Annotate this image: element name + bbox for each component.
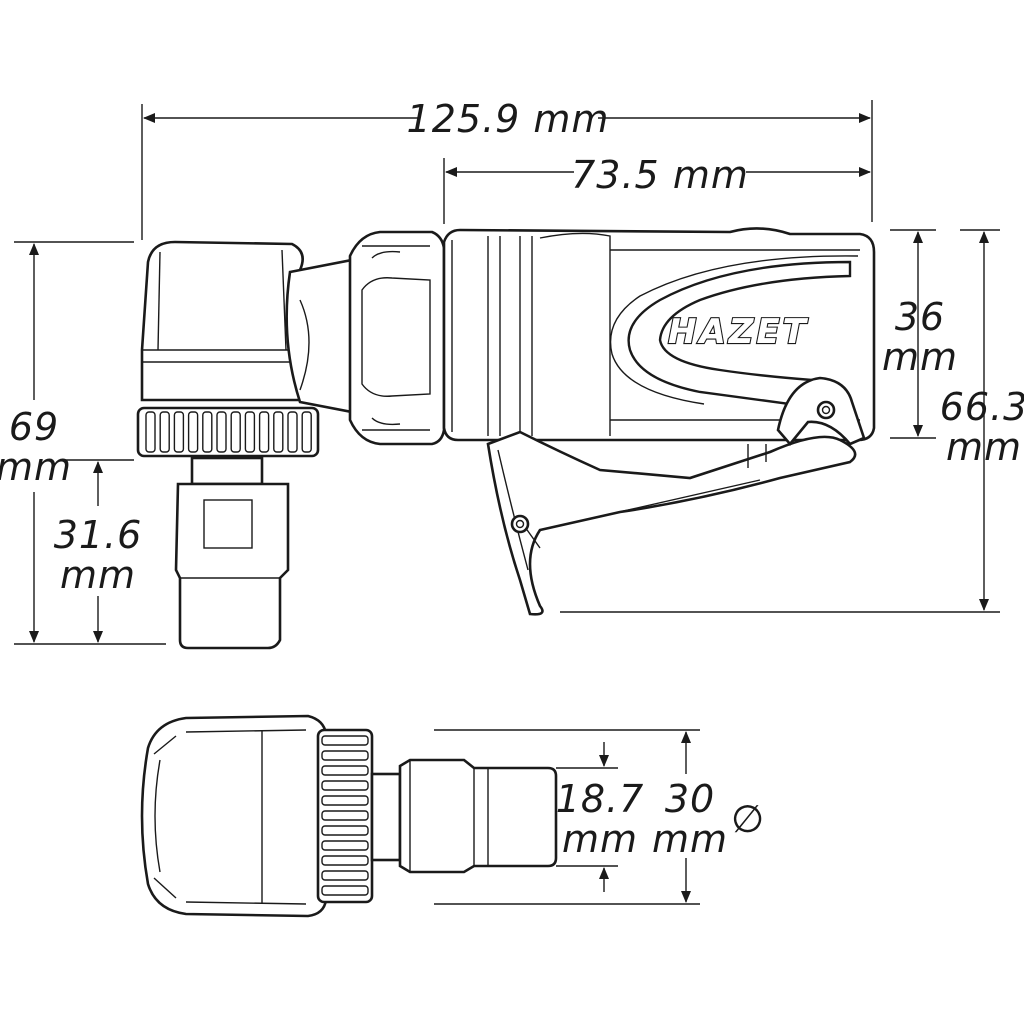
knurl-rib	[287, 411, 298, 453]
knurl-ribs-top	[321, 735, 369, 896]
dim-head-height-unit: mm	[0, 445, 72, 489]
top-view	[140, 714, 558, 918]
dim-inner-diameter-unit: mm	[562, 817, 638, 861]
knurl-rib	[321, 765, 369, 776]
knurled-ring	[136, 406, 320, 458]
knurl-rib	[321, 825, 369, 836]
dim-spindle-height-unit: mm	[60, 553, 136, 597]
knurl-rib	[321, 870, 369, 881]
knurl-rib	[321, 885, 369, 896]
knurl-rib	[159, 411, 170, 453]
spindle-collar	[190, 456, 264, 486]
knurl-rib	[321, 780, 369, 791]
motor-body	[442, 227, 876, 442]
pivot-pin	[816, 400, 836, 420]
knurl-rib	[145, 411, 156, 453]
trigger-lever	[486, 430, 857, 616]
knurl-rib	[187, 411, 199, 453]
dim-total-height-value: 66.3	[940, 385, 1024, 429]
angle-head-housing	[140, 240, 304, 402]
brand-logo: HAZET	[668, 312, 809, 352]
dim-outer-diameter-unit: mm	[652, 817, 728, 861]
head-top	[140, 714, 328, 918]
dim-grip-height-value: 36	[895, 295, 945, 339]
knurl-rib	[321, 855, 369, 866]
dim-spindle-height-value: 31.6	[54, 513, 143, 557]
dim-inner-diameter-value: 18.7	[556, 777, 645, 821]
spindle-collet	[174, 482, 290, 650]
knurl-rib	[321, 810, 369, 821]
dim-body-length: 73.5 mm	[571, 153, 749, 197]
knurl-rib	[258, 411, 270, 453]
neck	[285, 258, 354, 414]
dim-total-length: 125.9 mm	[407, 97, 610, 141]
knurl-rib	[321, 795, 369, 806]
knurled-ring-top	[316, 728, 374, 904]
knurl-rib	[216, 411, 227, 453]
dim-head-height-value: 69	[9, 405, 59, 449]
dim-total-height-unit: mm	[946, 425, 1022, 469]
knurl-ribs	[145, 411, 312, 453]
knurl-rib	[173, 411, 185, 453]
knurl-rib	[321, 735, 369, 746]
dim-grip-height-unit: mm	[882, 335, 958, 379]
knurl-rib	[230, 411, 241, 453]
collet-top	[398, 758, 558, 874]
lever-pin	[510, 514, 530, 534]
knurl-rib	[202, 411, 213, 453]
knurl-rib	[301, 411, 312, 453]
dimension-lines	[14, 100, 1000, 645]
dimension-lines-top	[434, 729, 700, 905]
dim-outer-diameter-value: 30	[665, 777, 715, 821]
side-view: HAZET	[136, 227, 876, 650]
knurl-rib	[321, 750, 369, 761]
knurl-rib	[321, 840, 369, 851]
knurl-rib	[273, 411, 284, 453]
diameter-symbol-icon: ∅	[731, 797, 765, 841]
knurl-rib	[244, 411, 256, 453]
collar-top	[370, 772, 402, 862]
